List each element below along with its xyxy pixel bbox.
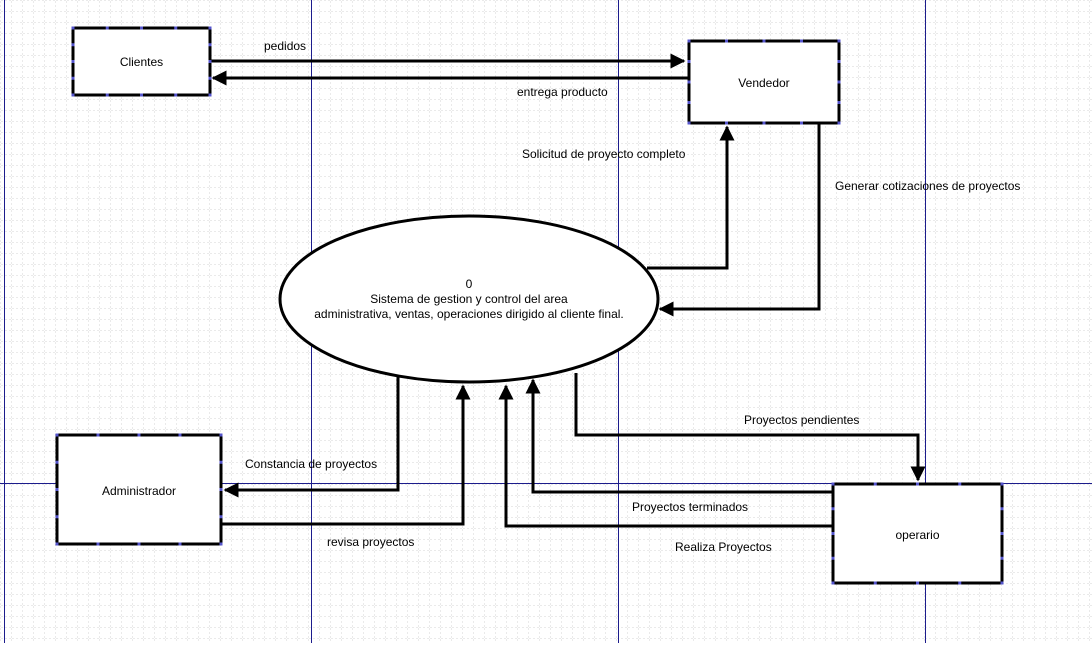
selection-handle: [105, 26, 109, 30]
selection-handle: [55, 542, 59, 546]
selection-handle: [800, 121, 803, 125]
selection-handle: [140, 93, 143, 97]
selection-handle: [178, 542, 182, 546]
selection-handle: [71, 60, 75, 63]
selection-handle: [219, 488, 223, 491]
selection-handle: [140, 26, 143, 30]
selection-handle: [71, 43, 75, 47]
selection-handle: [71, 26, 75, 30]
selection-handle: [837, 39, 841, 43]
selection-handle: [137, 433, 141, 437]
process-number: 0: [466, 277, 473, 291]
selection-handle: [958, 581, 962, 585]
selection-handle: [837, 60, 841, 63]
selection-handle: [178, 433, 182, 437]
flow-realiza-label: Realiza Proyectos: [675, 540, 772, 554]
flow-revisa-arrow[interactable]: [221, 384, 471, 526]
process-name-line2: administrativa, ventas, operaciones diri…: [314, 307, 624, 321]
entity-vendedor-label: Vendedor: [738, 76, 789, 90]
selection-handle: [96, 433, 100, 437]
flow-realiza-arrow[interactable]: [498, 384, 832, 528]
selection-handle: [208, 43, 212, 47]
selection-handle: [687, 60, 691, 63]
selection-handle: [219, 515, 223, 519]
flow-generar-cotizaciones-arrow[interactable]: [658, 124, 821, 317]
selection-handle: [837, 121, 841, 125]
selection-handle: [725, 39, 728, 43]
selection-handle: [837, 101, 841, 104]
flow-constancia-arrow[interactable]: [223, 376, 400, 498]
entity-vendedor[interactable]: Vendedor: [687, 39, 841, 125]
flow-pendientes-arrow[interactable]: [574, 373, 926, 482]
selection-handle: [208, 76, 212, 80]
entity-operario[interactable]: operario: [831, 482, 1004, 585]
flow-solicitud-label: Solicitud de proyecto completo: [522, 147, 686, 161]
selection-handle: [1000, 581, 1004, 585]
selection-handle: [831, 482, 835, 486]
entity-operario-label: operario: [895, 528, 939, 542]
selection-handle: [137, 542, 141, 546]
flow-solicitud-arrow[interactable]: [647, 125, 735, 270]
process-name-line1: Sistema de gestion y control del area: [370, 292, 568, 306]
selection-handle: [208, 26, 212, 30]
flow-terminados-arrow[interactable]: [525, 378, 832, 494]
entity-administrador-label: Administrador: [102, 484, 176, 498]
selection-handle: [831, 581, 835, 585]
selection-handle: [1000, 482, 1004, 486]
selection-handle: [71, 93, 75, 97]
selection-handle: [1000, 532, 1004, 535]
flow-generar-label: Generar cotizaciones de proyectos: [835, 179, 1020, 193]
process-0[interactable]: 0 Sistema de gestion y control del area …: [278, 214, 660, 384]
selection-handle: [762, 39, 766, 43]
selection-handle: [219, 460, 223, 464]
selection-handle: [55, 488, 59, 491]
entity-administrador[interactable]: Administrador: [55, 433, 223, 546]
selection-handle: [725, 121, 728, 125]
selection-handle: [873, 581, 877, 585]
selection-handle: [174, 26, 178, 30]
selection-handle: [219, 542, 223, 546]
selection-handle: [831, 507, 835, 511]
selection-handle: [800, 39, 803, 43]
selection-handle: [174, 93, 178, 97]
selection-handle: [55, 433, 59, 437]
entity-clientes[interactable]: Clientes: [71, 26, 212, 97]
selection-handle: [219, 433, 223, 437]
selection-handle: [96, 542, 100, 546]
selection-handle: [55, 460, 59, 464]
selection-handle: [916, 482, 919, 486]
selection-handle: [831, 532, 835, 535]
selection-handle: [687, 80, 691, 84]
selection-handle: [687, 121, 691, 125]
flow-pendientes-label: Proyectos pendientes: [744, 413, 859, 427]
selection-handle: [208, 60, 212, 63]
selection-handle: [958, 482, 962, 486]
selection-handle: [71, 76, 75, 80]
flow-entrega-producto-label: entrega producto: [517, 85, 608, 99]
selection-handle: [687, 39, 691, 43]
selection-handle: [55, 515, 59, 519]
flow-terminados-label: Proyectos terminados: [632, 500, 748, 514]
selection-handle: [1000, 556, 1004, 560]
selection-handle: [762, 121, 766, 125]
selection-handle: [687, 101, 691, 104]
entity-clientes-label: Clientes: [120, 55, 163, 69]
flow-pedidos-label: pedidos: [264, 39, 306, 53]
selection-handle: [837, 80, 841, 84]
selection-handles: [55, 26, 1004, 585]
flow-labels: pedidos entrega producto Solicitud de pr…: [245, 39, 1020, 554]
selection-handle: [873, 482, 877, 486]
selection-handle: [831, 556, 835, 560]
flow-constancia-label: Constancia de proyectos: [245, 457, 377, 471]
selection-handle: [916, 581, 919, 585]
selection-handle: [208, 93, 212, 97]
flow-revisa-label: revisa proyectos: [327, 535, 414, 549]
selection-handle: [105, 93, 109, 97]
selection-handle: [1000, 507, 1004, 511]
